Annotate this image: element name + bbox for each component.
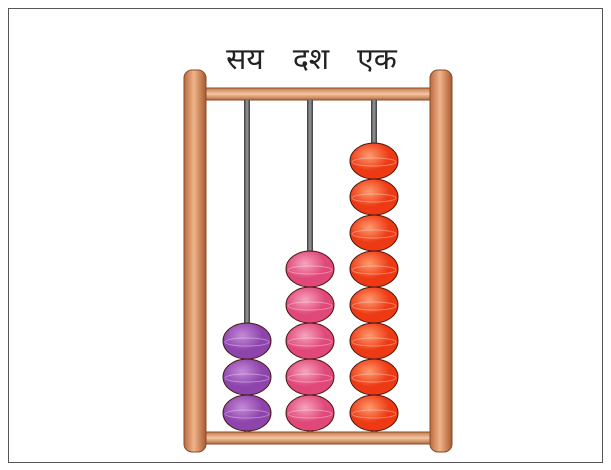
bead-hundreds: [223, 395, 271, 431]
top-bar: [200, 88, 436, 100]
bead-hundreds: [223, 359, 271, 395]
bead-tens: [286, 359, 334, 395]
bead-ones: [350, 179, 398, 215]
bead-tens: [286, 323, 334, 359]
bead-tens: [286, 395, 334, 431]
bead-ones: [350, 251, 398, 287]
bead-tens: [286, 251, 334, 287]
bead-ones: [350, 287, 398, 323]
bead-ones: [350, 359, 398, 395]
bead-ones: [350, 323, 398, 359]
bead-ones: [350, 395, 398, 431]
bead-hundreds: [223, 323, 271, 359]
bead-tens: [286, 287, 334, 323]
bottom-bar: [196, 432, 438, 444]
bead-ones: [350, 143, 398, 179]
bead-ones: [350, 215, 398, 251]
right-post: [430, 70, 452, 452]
left-post: [184, 70, 206, 452]
